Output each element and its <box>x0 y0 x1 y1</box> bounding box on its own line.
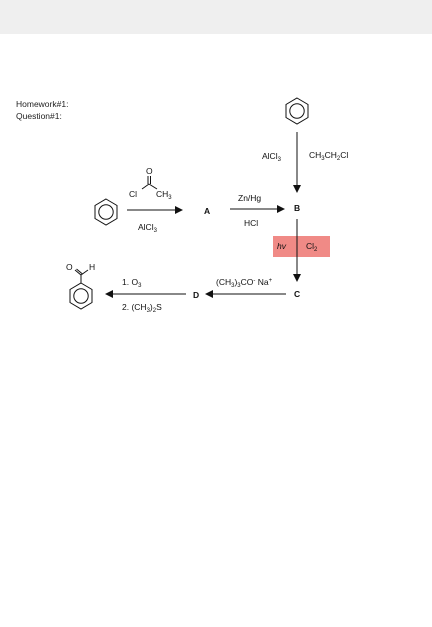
reagent-znhg: Zn/Hg <box>238 193 261 203</box>
reagent-hcl: HCl <box>244 218 258 228</box>
benzene-start <box>94 198 118 226</box>
acetyl-chloride <box>141 176 158 190</box>
label-c: C <box>294 289 300 299</box>
top-bar <box>0 0 432 34</box>
highlight-box <box>273 236 330 257</box>
label-b: B <box>294 203 300 213</box>
reagent-cl2: Cl2 <box>306 241 318 253</box>
acyl-cl: Cl <box>129 189 137 199</box>
benzaldehyde <box>69 268 93 310</box>
benzene-top <box>285 97 309 125</box>
aldehyde-h: H <box>89 262 95 272</box>
label-d: D <box>193 290 199 300</box>
homework-heading: Homework#1: <box>16 99 69 109</box>
acyl-ch3: CH3 <box>156 189 172 201</box>
reagent-step2: 2. (CH3)2S <box>122 302 162 314</box>
reagent-hv: hv <box>277 241 287 251</box>
reagent-ch3ch2cl: CH3CH2Cl <box>309 150 348 162</box>
aldehyde-o: O <box>66 262 73 272</box>
reagent-step1: 1. O3 <box>122 277 142 289</box>
reagent-alcl3-top: AlCl3 <box>262 151 282 163</box>
reagent-alcl3-bottom: AlCl3 <box>138 222 158 234</box>
reagent-tbuok: (CH3)3CO- Na+ <box>216 277 273 289</box>
question-heading: Question#1: <box>16 111 62 121</box>
label-a: A <box>204 206 210 216</box>
acyl-o: O <box>146 166 153 176</box>
